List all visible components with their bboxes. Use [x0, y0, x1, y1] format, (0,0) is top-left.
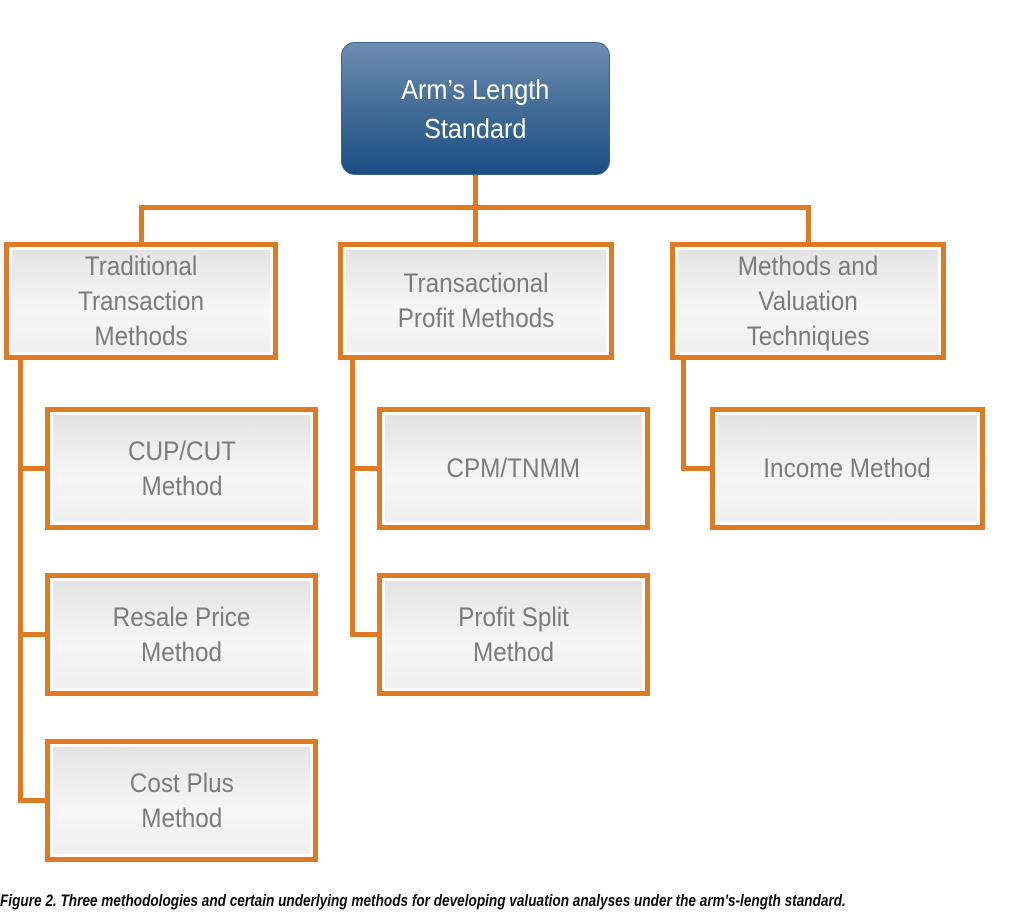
- node-cost-plus-method: Cost Plus Method: [45, 739, 318, 862]
- node-cup-cut-method: CUP/CUT Method: [45, 407, 318, 530]
- node-arms-length-standard: Arm’s Length Standard: [341, 42, 610, 175]
- connector-right-stub-1: [681, 466, 710, 471]
- connector-center-column-vertical: [350, 360, 355, 637]
- node-transactional-profit-methods: Transactional Profit Methods: [338, 242, 614, 360]
- connector-drop-center: [473, 205, 478, 242]
- node-profit-split-method: Profit Split Method: [377, 573, 650, 696]
- node-label: Arm’s Length Standard: [401, 73, 550, 144]
- node-label: Traditional Transaction Methods: [77, 250, 205, 351]
- node-label: Profit Split Method: [458, 601, 569, 667]
- connector-right-column-vertical: [681, 360, 686, 471]
- connector-left-stub-2: [18, 632, 45, 637]
- node-methods-and-valuation-techniques: Methods and Valuation Techniques: [670, 242, 946, 360]
- node-label: Resale Price Method: [112, 601, 251, 667]
- node-label: Methods and Valuation Techniques: [737, 250, 879, 351]
- connector-root-stem: [473, 175, 478, 207]
- node-label: CPM/TNMM: [446, 453, 581, 483]
- node-traditional-transaction-methods: Traditional Transaction Methods: [4, 242, 278, 360]
- connector-center-stub-2: [350, 632, 377, 637]
- connector-drop-right: [806, 205, 811, 242]
- node-resale-price-method: Resale Price Method: [45, 573, 318, 696]
- connector-left-stub-3: [18, 798, 45, 803]
- figure-caption: Figure 2. Three methodologies and certai…: [0, 891, 846, 910]
- connector-left-stub-1: [18, 466, 45, 471]
- connector-center-stub-1: [350, 466, 377, 471]
- node-label: CUP/CUT Method: [127, 435, 236, 501]
- node-label: Cost Plus Method: [129, 767, 234, 833]
- connector-left-column-vertical: [18, 360, 23, 803]
- node-label: Income Method: [763, 453, 932, 483]
- connector-drop-left: [139, 205, 144, 242]
- node-cpm-tnmm: CPM/TNMM: [377, 407, 650, 530]
- node-label: Transactional Profit Methods: [397, 268, 555, 333]
- node-income-method: Income Method: [710, 407, 985, 530]
